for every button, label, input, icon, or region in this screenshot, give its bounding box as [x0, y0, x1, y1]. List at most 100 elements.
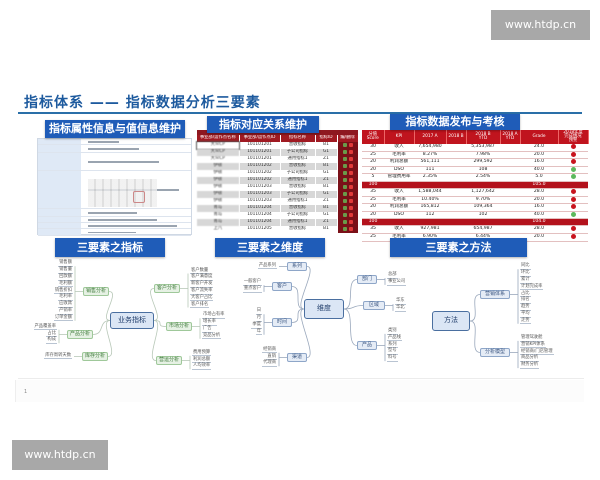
- mindmap-leaf: 毛利额: [58, 280, 73, 288]
- kpi-cell-grade: 20.0: [520, 151, 558, 160]
- form-row-label: [38, 153, 81, 170]
- kpi-total-grade: 105.0: [520, 181, 558, 189]
- delete-button[interactable]: [348, 205, 353, 210]
- delete-button[interactable]: [348, 142, 353, 147]
- kpi-cell-grade: 28.0: [520, 188, 558, 197]
- mindmap-branch-node: 客户分析: [154, 284, 180, 293]
- edit-button[interactable]: [342, 226, 347, 231]
- delete-button[interactable]: [348, 226, 353, 231]
- kpi-cell-grade: 5.0: [520, 173, 558, 182]
- kpi-cell-kpi: 利润总额: [384, 158, 414, 167]
- edit-button[interactable]: [342, 212, 347, 217]
- kpi-col-header-line: YTD: [505, 136, 515, 141]
- delete-button[interactable]: [348, 149, 353, 154]
- edit-button[interactable]: [342, 163, 347, 168]
- edit-button[interactable]: [342, 219, 347, 224]
- mindmap-leaf: 类别: [387, 327, 398, 335]
- status-cell: [558, 151, 588, 160]
- kpi-cell-score: 25: [362, 233, 384, 242]
- mindmap-leaf: 月: [255, 315, 262, 322]
- mindmap-leaf: 产品系列: [257, 262, 277, 270]
- relations-cell: Z1: [315, 177, 338, 184]
- mindmap-leaf: 占比: [520, 290, 531, 298]
- edit-button[interactable]: [342, 149, 347, 154]
- kpi-cell-kpi: DSO: [384, 166, 414, 175]
- mindmap-leaf: 产销率: [58, 307, 73, 315]
- edit-button[interactable]: [342, 170, 347, 175]
- edit-button[interactable]: [342, 198, 347, 203]
- kpi-cell-score: 35: [362, 188, 384, 197]
- mindmap-leaf: 回款额: [58, 273, 73, 281]
- alert-icon: [570, 188, 576, 194]
- relations-cell: 子公司指标: [280, 149, 316, 156]
- delete-button[interactable]: [348, 212, 353, 217]
- relations-cell: 通用指标1: [280, 198, 316, 205]
- status-cell: [558, 144, 588, 152]
- status-cell: [558, 158, 588, 167]
- relations-cell: 101101203: [239, 184, 281, 191]
- kpi-cell-aytd: [500, 173, 520, 182]
- delete-button[interactable]: [348, 156, 353, 161]
- relations-cell: 青岛: [197, 212, 240, 219]
- formula-image: [88, 179, 158, 207]
- connector-line: [153, 320, 167, 327]
- relations-cell: 大众CP: [196, 141, 240, 150]
- edit-button[interactable]: [342, 142, 347, 147]
- mindmap-leaf: 构成: [46, 337, 57, 345]
- kpi-cell-kpi: 毛利率: [384, 196, 414, 205]
- edit-button[interactable]: [342, 191, 347, 196]
- kpi-cell-grade: 16.0: [520, 203, 558, 212]
- mindmap-branch-node: 销售分析: [83, 287, 109, 296]
- delete-button[interactable]: [348, 163, 353, 168]
- relations-cell: 青岛: [197, 219, 240, 226]
- form-row: [38, 153, 191, 171]
- kpi-cell-bytd: 7.98%: [466, 151, 500, 160]
- edit-button[interactable]: [342, 156, 347, 161]
- kpi-cell-b2018: [446, 211, 466, 220]
- kpi-cell-score: 5: [362, 173, 384, 182]
- kpi-cell-a2017: 10.40%: [414, 196, 446, 205]
- mindmap-leaf: 占比: [46, 330, 57, 338]
- delete-button[interactable]: [348, 170, 353, 175]
- connector-line: [92, 320, 111, 335]
- watermark-top: www.htdp.cn: [491, 10, 590, 40]
- kpi-col-header-line: 2017 A: [422, 133, 438, 139]
- relations-cell: 伊顿: [197, 177, 240, 184]
- mindmap-branch-node: 营销体系: [480, 290, 510, 299]
- kpi-cell-b2018: [446, 188, 466, 197]
- kpi-cell-score: 20: [362, 166, 384, 175]
- relations-cell: B1: [315, 184, 338, 191]
- delete-button[interactable]: [348, 177, 353, 182]
- mindmap-leaf: 料号: [387, 355, 398, 362]
- mindmap-leaf: 产品覆盖率: [33, 323, 57, 331]
- edit-button[interactable]: [342, 177, 347, 182]
- edit-button[interactable]: [342, 184, 347, 189]
- mindmap-leaf: 毛利率: [58, 294, 73, 302]
- kpi-cell-aytd: [500, 144, 520, 152]
- kpi-col-header-line: Score: [366, 136, 379, 141]
- edit-button[interactable]: [342, 205, 347, 210]
- relations-cell: 子公司指标: [280, 170, 316, 177]
- relations-cell: 101101204: [239, 205, 281, 212]
- mindmap-leaf: 日: [255, 308, 262, 316]
- kpi-cell-a2017: 1,588,044: [414, 188, 446, 197]
- delete-button[interactable]: [348, 191, 353, 196]
- form-row-value: [88, 231, 136, 233]
- mindmap-leaf: 排名: [520, 297, 531, 305]
- kpi-cell-kpi: DSO: [384, 211, 414, 220]
- check-icon: [570, 174, 576, 180]
- delete-button[interactable]: [348, 184, 353, 189]
- delete-button[interactable]: [348, 198, 353, 203]
- delete-button[interactable]: [348, 219, 353, 224]
- kpi-cell-a2017: 927,981: [414, 225, 446, 234]
- kpi-cell-bytd: 1,127,642: [466, 188, 500, 197]
